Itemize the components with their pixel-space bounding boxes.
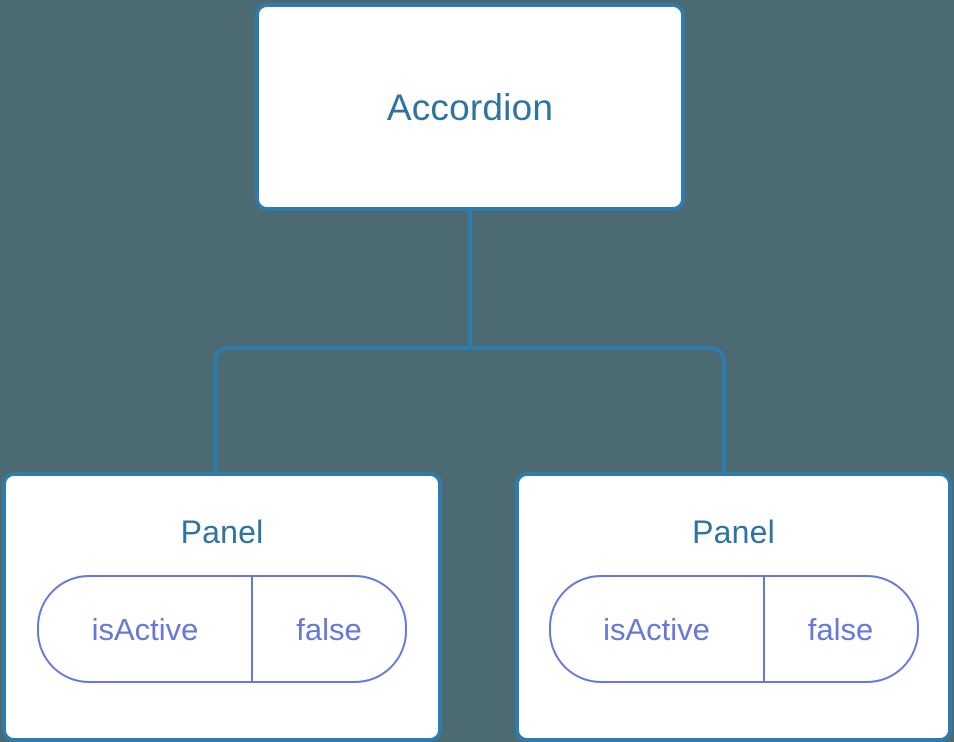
node-title: Panel bbox=[180, 514, 264, 550]
node-accordion[interactable]: Accordion bbox=[255, 3, 685, 211]
prop-value: false bbox=[296, 611, 362, 647]
node-panel[interactable]: Panel isActive false bbox=[2, 472, 442, 742]
edge-root-to-panel-1 bbox=[470, 346, 726, 474]
node-title: Accordion bbox=[386, 86, 554, 128]
node-title: Panel bbox=[692, 514, 775, 550]
prop-value: false bbox=[807, 611, 874, 647]
edge-root-to-panel-0 bbox=[213, 346, 470, 474]
node-panel[interactable]: Panel isActive false bbox=[515, 472, 952, 742]
prop-pill[interactable]: isActive false bbox=[548, 575, 919, 683]
prop-key: isActive bbox=[551, 577, 765, 681]
prop-pill[interactable]: isActive false bbox=[37, 575, 407, 683]
prop-key: isActive bbox=[39, 577, 253, 681]
